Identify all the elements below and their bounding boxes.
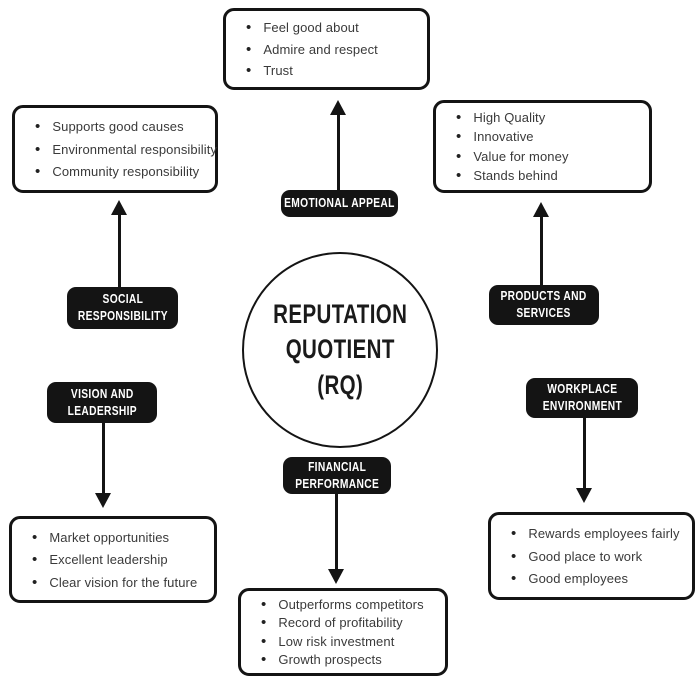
bullet-icon: • bbox=[456, 147, 462, 165]
group-pill-label: EMOTIONAL APPEAL bbox=[284, 196, 395, 211]
list-item: •Excellent leadership bbox=[32, 551, 168, 568]
diagram-title: REPUTATION QUOTIENT (RQ) bbox=[272, 298, 408, 400]
group-pill-workplace-environment: WORKPLACE ENVIRONMENT bbox=[526, 378, 638, 418]
list-item: •Growth prospects bbox=[261, 650, 382, 668]
bullet-icon: • bbox=[35, 140, 41, 158]
bullet-icon: • bbox=[511, 547, 517, 565]
list-item: •Trust bbox=[246, 61, 293, 79]
list-item: •Innovative bbox=[456, 128, 534, 146]
list-item: •Good place to work bbox=[511, 547, 643, 565]
group-pill-label: SOCIAL RESPONSIBILITY bbox=[77, 292, 168, 323]
group-pill-vision-and-leadership: VISION AND LEADERSHIP bbox=[47, 382, 157, 423]
list-item: •Rewards employees fairly bbox=[511, 524, 680, 542]
list-item: •Feel good about bbox=[246, 19, 359, 37]
bullet-icon: • bbox=[32, 528, 38, 546]
group-pill-label: PRODUCTS AND SERVICES bbox=[500, 289, 588, 320]
arrow-down-icon bbox=[576, 418, 593, 503]
list-item: •Record of profitability bbox=[261, 614, 403, 632]
list-item: •Outperforms competitors bbox=[261, 596, 424, 614]
list-item: •Environmental responsibility bbox=[35, 140, 218, 158]
arrow-down-icon bbox=[95, 423, 112, 508]
list-item: •Supports good causes bbox=[35, 117, 184, 135]
list-item: •Value for money bbox=[456, 147, 569, 165]
items-box-products-and-services: •High Quality •Innovative •Value for mon… bbox=[433, 100, 652, 193]
group-pill-financial-performance: FINANCIAL PERFORMANCE bbox=[283, 457, 391, 494]
bullet-icon: • bbox=[511, 570, 517, 588]
bullet-icon: • bbox=[32, 573, 38, 591]
group-pill-social-responsibility: SOCIAL RESPONSIBILITY bbox=[67, 287, 178, 329]
group-pill-emotional-appeal: EMOTIONAL APPEAL bbox=[281, 190, 398, 217]
bullet-icon: • bbox=[261, 650, 267, 668]
bullet-icon: • bbox=[456, 128, 462, 146]
bullet-icon: • bbox=[246, 40, 252, 58]
group-pill-label: WORKPLACE ENVIRONMENT bbox=[542, 382, 622, 413]
items-box-financial-performance: •Outperforms competitors •Record of prof… bbox=[238, 588, 448, 676]
bullet-icon: • bbox=[246, 19, 252, 37]
bullet-icon: • bbox=[456, 109, 462, 127]
list-item: •Admire and respect bbox=[246, 40, 378, 58]
list-item: •Low risk investment bbox=[261, 632, 395, 650]
list-item: •Clear vision for the future bbox=[32, 573, 198, 591]
arrow-down-icon bbox=[328, 493, 345, 584]
items-box-social-responsibility: •Supports good causes •Environmental res… bbox=[12, 105, 218, 193]
items-box-vision-and-leadership: •Market opportunities •Excellent leaders… bbox=[9, 516, 217, 603]
arrow-up-icon bbox=[330, 100, 347, 190]
list-item: •Community responsibility bbox=[35, 163, 200, 181]
bullet-icon: • bbox=[261, 596, 267, 614]
group-pill-label: VISION AND LEADERSHIP bbox=[67, 386, 137, 418]
list-item: •Market opportunities bbox=[32, 528, 170, 546]
bullet-icon: • bbox=[35, 117, 41, 135]
items-box-emotional-appeal: •Feel good about •Admire and respect •Tr… bbox=[223, 8, 430, 90]
reputation-quotient-circle: REPUTATION QUOTIENT (RQ) bbox=[242, 252, 438, 448]
list-item: •Stands behind bbox=[456, 166, 558, 184]
arrow-up-icon bbox=[111, 200, 128, 287]
bullet-icon: • bbox=[35, 163, 41, 181]
group-pill-label: FINANCIAL PERFORMANCE bbox=[295, 459, 379, 491]
bullet-icon: • bbox=[456, 166, 462, 184]
bullet-icon: • bbox=[261, 614, 267, 632]
bullet-icon: • bbox=[261, 632, 267, 650]
bullet-icon: • bbox=[246, 61, 252, 79]
arrow-up-icon bbox=[533, 202, 550, 285]
group-pill-products-and-services: PRODUCTS AND SERVICES bbox=[489, 285, 599, 325]
list-item: •High Quality bbox=[456, 109, 546, 127]
bullet-icon: • bbox=[511, 524, 517, 542]
items-box-workplace-environment: •Rewards employees fairly •Good place to… bbox=[488, 512, 695, 600]
list-item: •Good employees bbox=[511, 570, 629, 588]
bullet-icon: • bbox=[32, 551, 38, 568]
